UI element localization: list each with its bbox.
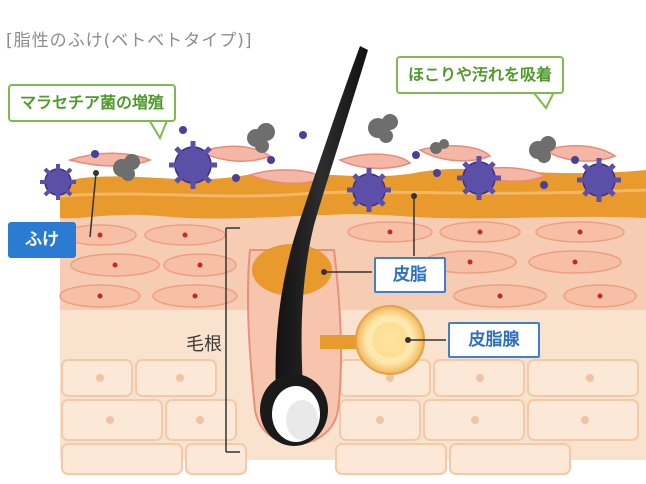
label-sebaceous-gland: 皮脂腺 bbox=[448, 322, 540, 358]
label-sebum: 皮脂 bbox=[374, 257, 446, 293]
label-dandruff: ふけ bbox=[8, 222, 76, 258]
callout-dust-adsorption: ほこりや汚れを吸着 bbox=[396, 56, 565, 94]
dandruff-flakes bbox=[67, 145, 617, 185]
lower-cells bbox=[61, 359, 639, 475]
diagram-title: [脂性のふけ(ベトベトタイプ)] bbox=[6, 31, 253, 51]
hair-root-bracket bbox=[225, 227, 240, 453]
fungus-spores bbox=[91, 126, 579, 189]
malassezia-fungi bbox=[40, 141, 621, 212]
leader-lines bbox=[89, 172, 446, 341]
label-hair-root: 毛根 bbox=[186, 334, 222, 355]
dust-clumps bbox=[113, 114, 556, 181]
hair-shaft bbox=[275, 46, 368, 430]
callout-fungus-growth: マラセチア菌の増殖 bbox=[8, 84, 177, 122]
